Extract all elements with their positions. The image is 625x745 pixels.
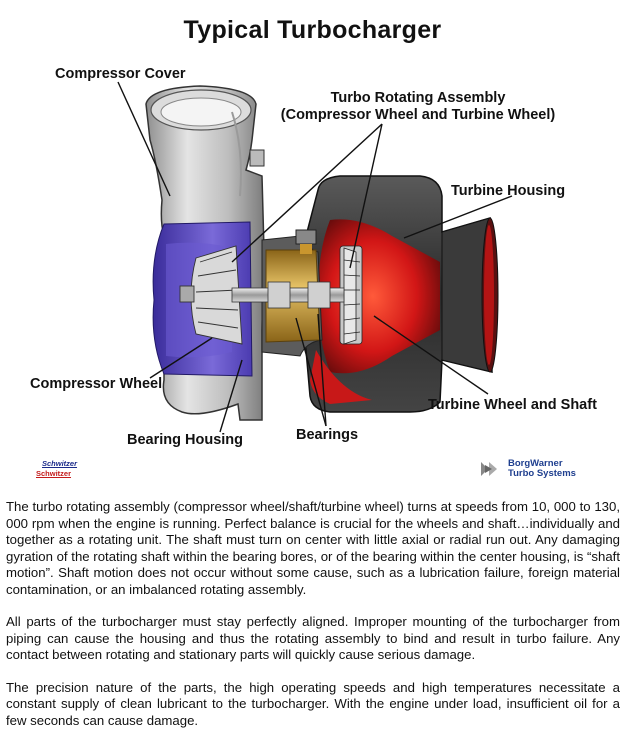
borgwarner-mark-icon [481, 462, 497, 476]
label-compressor-cover: Compressor Cover [55, 66, 186, 82]
callout-lines [117, 81, 513, 433]
turbocharger-cutaway-illustration [117, 81, 513, 433]
page-title: Typical Turbocharger [183, 16, 442, 44]
schwitzer-logo-top: Schwitzer [42, 459, 78, 468]
label-bearing-housing: Bearing Housing [127, 432, 244, 448]
paragraph-rotating-assembly: The turbo rotating assembly (compressor … [6, 499, 620, 597]
borgwarner-logo: BorgWarner Turbo Systems [480, 459, 576, 479]
label-bearings: Bearings [296, 427, 359, 443]
label-turbo-rotating-assembly-line1: Turbo Rotating Assembly [330, 90, 506, 106]
schwitzer-logo-bottom: Schwitzer [36, 469, 72, 478]
borgwarner-logo-line2: Turbo Systems [508, 468, 576, 479]
label-compressor-wheel: Compressor Wheel [30, 376, 163, 392]
schwitzer-logo: Schwitzer Schwitzer [30, 459, 94, 479]
label-turbo-rotating-assembly: Turbo Rotating Assembly (Compressor Whee… [276, 90, 560, 124]
bearings [267, 281, 331, 309]
paragraph-lubrication: The precision nature of the parts, the h… [6, 679, 620, 728]
body-text: The turbo rotating assembly (compressor … [6, 499, 620, 745]
label-turbine-housing: Turbine Housing [451, 183, 566, 199]
turbine-wheel [339, 245, 363, 345]
compressor-wheel [179, 245, 243, 345]
label-turbo-rotating-assembly-line2: (Compressor Wheel and Turbine Wheel) [280, 107, 556, 123]
borgwarner-logo-line1: BorgWarner [508, 458, 563, 469]
paragraph-alignment: All parts of the turbocharger must stay … [6, 614, 620, 662]
label-turbine-wheel-and-shaft: Turbine Wheel and Shaft [428, 397, 597, 413]
